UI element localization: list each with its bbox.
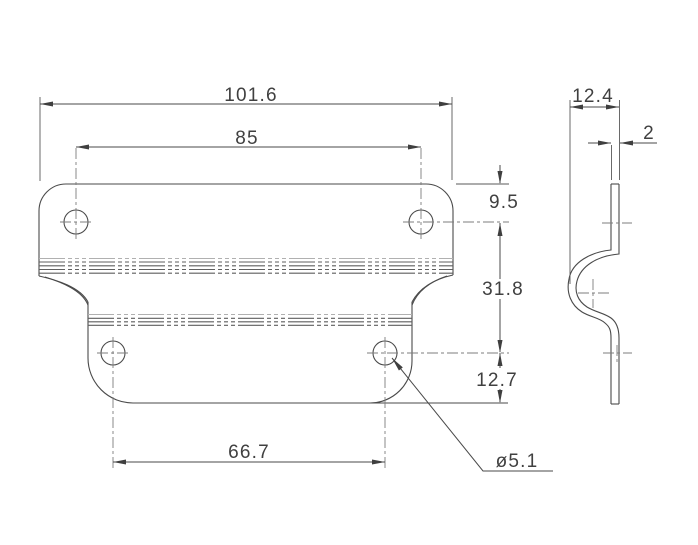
- dim-depth-label: 12.4: [572, 86, 614, 107]
- arrowhead-right: [598, 140, 611, 146]
- arrowhead-down: [497, 171, 503, 184]
- arrowhead-left: [620, 140, 633, 146]
- arrowhead-right: [439, 101, 452, 107]
- arrowhead-up: [497, 223, 503, 236]
- arrowhead-right: [606, 104, 619, 110]
- right-step-inner: [411, 275, 448, 306]
- side-center-marks: [578, 222, 632, 362]
- profile-outer-surface: [567, 184, 612, 404]
- leader-arrowhead: [392, 358, 403, 371]
- dim-thickness: 2: [588, 123, 657, 180]
- dim-hole-to-bottom-edge-label: 12.7: [476, 370, 518, 391]
- bottom-right-corner: [369, 360, 413, 404]
- arrowhead-left: [113, 459, 126, 465]
- dim-top-hole-spacing-label: 85: [235, 128, 259, 149]
- upper-bend-lines: [39, 258, 453, 274]
- dim-overall-width: 101.6: [39, 85, 453, 181]
- hole-top-left: [60, 148, 93, 239]
- arrowhead-down: [497, 340, 503, 353]
- profile-inner-surface: [575, 184, 620, 404]
- left-step-outer: [38, 275, 89, 303]
- side-view: 12.4 2: [567, 86, 657, 405]
- arrowhead-up: [497, 353, 503, 366]
- dim-bottom-hole-spacing-label: 66.7: [228, 442, 270, 463]
- front-part-outline: [38, 183, 508, 404]
- bottom-left-corner: [87, 357, 134, 404]
- dim-depth: 12.4: [569, 86, 620, 284]
- side-profile: [567, 183, 620, 405]
- hole-bottom-left: [97, 337, 130, 469]
- leader-line: [391, 357, 553, 472]
- dim-bottom-hole-spacing: 66.7: [113, 442, 385, 465]
- dim-hole-diameter-label: ø5.1: [496, 451, 539, 472]
- arrowhead-left: [570, 104, 583, 110]
- hole-top-right: [403, 148, 509, 239]
- dim-hole-row-spacing-label: 31.8: [482, 279, 524, 300]
- hole-bottom-right: [367, 337, 509, 469]
- right-step-outer: [411, 274, 454, 303]
- arrowhead-right: [408, 144, 421, 150]
- lower-bend-lines: [88, 314, 412, 326]
- dim-top-edge-to-hole: 9.5: [456, 165, 519, 213]
- dim-hole-diameter: ø5.1: [391, 357, 553, 472]
- dim-hole-to-bottom-edge: 12.7: [476, 353, 518, 403]
- top-left-corner: [38, 183, 67, 212]
- dim-hole-row-spacing: 31.8: [482, 223, 524, 353]
- dim-top-edge-to-hole-label: 9.5: [489, 192, 519, 213]
- top-right-corner: [425, 183, 454, 212]
- arrowhead-right: [372, 459, 385, 465]
- arrowhead-left: [40, 101, 53, 107]
- front-view: 101.6 85 9.5 31.8: [38, 85, 553, 472]
- left-step-inner: [44, 276, 89, 306]
- arrowhead-left: [76, 144, 89, 150]
- dim-overall-width-label: 101.6: [224, 85, 278, 106]
- arrowhead-down: [497, 390, 503, 403]
- dim-top-hole-spacing: 85: [76, 128, 421, 150]
- dim-thickness-label: 2: [643, 123, 655, 144]
